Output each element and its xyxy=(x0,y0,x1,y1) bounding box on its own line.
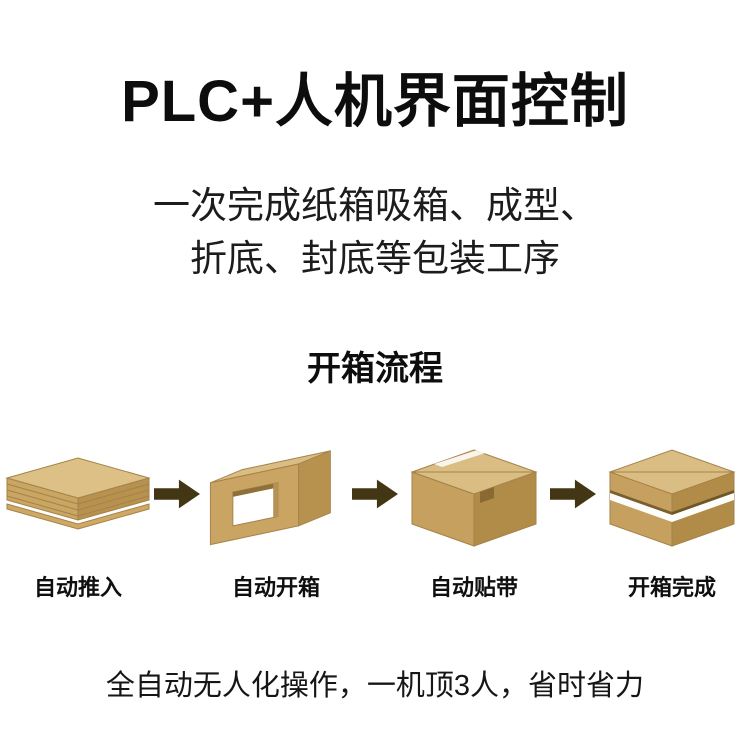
step-label: 自动开箱 xyxy=(231,575,320,601)
step-label: 自动贴带 xyxy=(429,575,518,601)
section-title: 开箱流程 xyxy=(307,350,443,389)
step-label: 开箱完成 xyxy=(627,575,716,601)
finished-carton-icon xyxy=(602,432,742,556)
arrow-right-svg xyxy=(550,479,596,509)
process-step-4: 开箱完成 xyxy=(596,432,748,602)
process-flow: 自动推入 自动开箱 xyxy=(0,432,750,602)
opened-carton-icon xyxy=(201,432,351,556)
opened-carton-svg xyxy=(209,450,331,546)
taping-carton-icon xyxy=(404,432,544,556)
subtitle-line-2: 折底、封底等包装工序 xyxy=(190,237,560,279)
subtitle: 一次完成纸箱吸箱、成型、 折底、封底等包装工序 xyxy=(0,180,750,285)
arrow-right-svg xyxy=(154,479,200,509)
footer-text: 全自动无人化操作，一机顶3人，省时省力 xyxy=(105,670,645,703)
taping-carton-svg xyxy=(410,444,538,547)
arrow-right-icon xyxy=(550,432,596,556)
process-step-3: 自动贴带 xyxy=(398,432,550,602)
process-step-2: 自动开箱 xyxy=(200,432,352,602)
step-label: 自动推入 xyxy=(33,575,122,601)
finished-carton-svg xyxy=(608,449,736,547)
flat-carton-stack-icon xyxy=(3,432,153,556)
arrow-right-icon xyxy=(352,432,398,556)
flat-carton-stack-svg xyxy=(5,457,151,530)
page-title: PLC+人机界面控制 xyxy=(121,69,629,134)
subtitle-line-1: 一次完成纸箱吸箱、成型、 xyxy=(153,185,597,226)
arrow-right-icon xyxy=(154,432,200,556)
arrow-right-svg xyxy=(352,479,398,509)
process-step-1: 自动推入 xyxy=(2,432,154,602)
